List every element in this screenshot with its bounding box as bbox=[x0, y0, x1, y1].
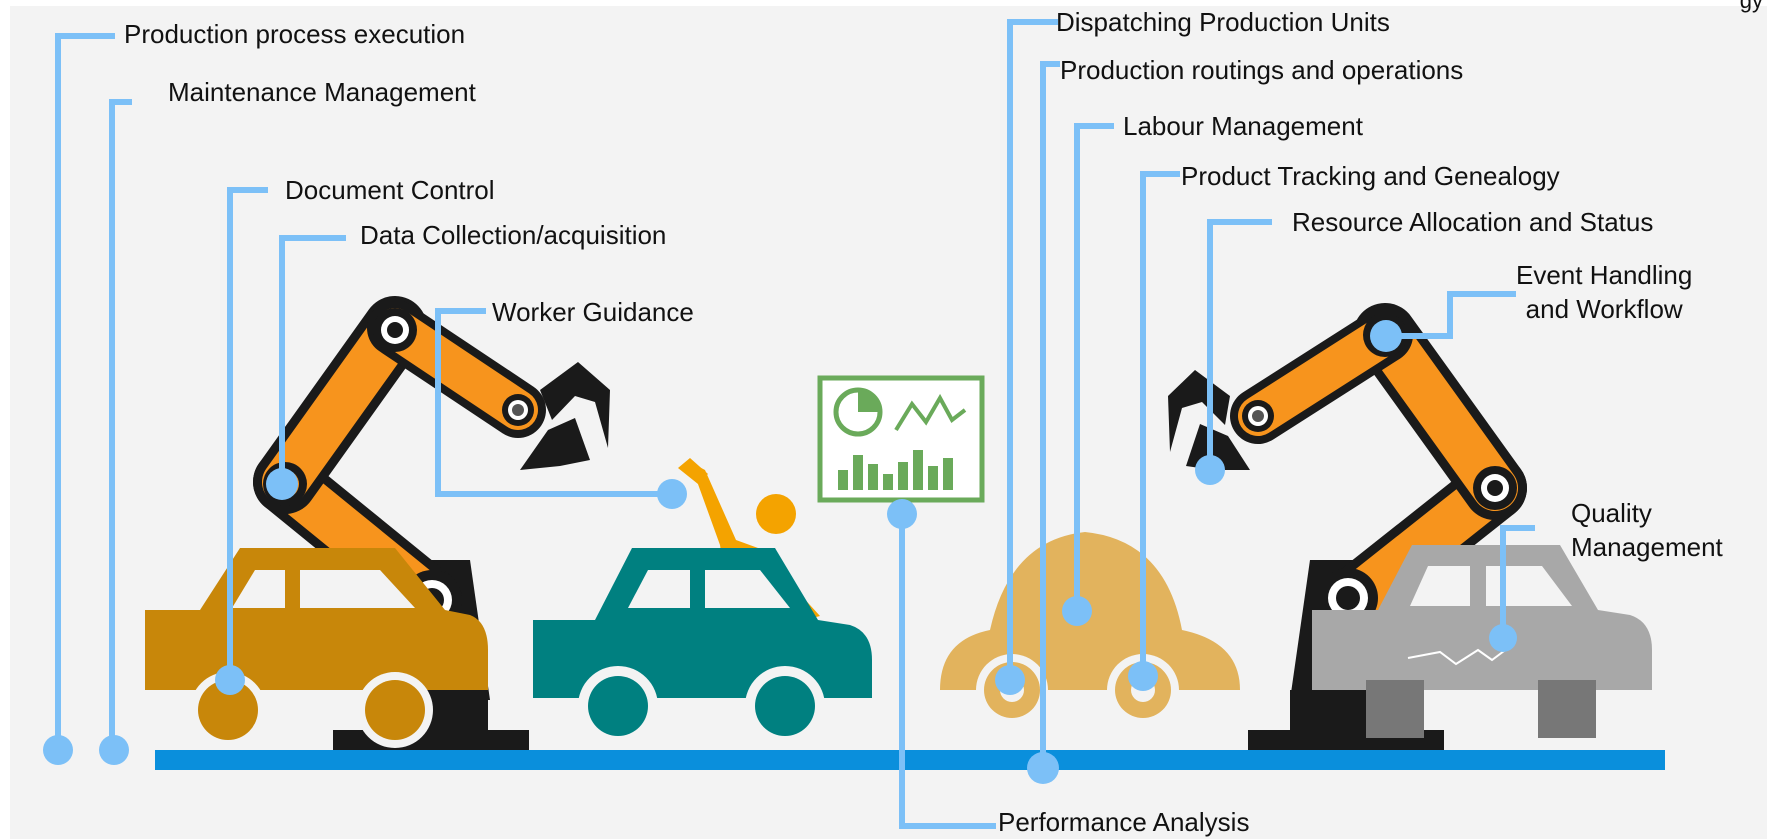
label-quality-management: Quality Management bbox=[1571, 496, 1723, 564]
label-event-handling: Event Handling and Workflow bbox=[1516, 258, 1692, 326]
label-production-routings: Production routings and operations bbox=[1060, 55, 1464, 85]
label-event-handling-line1: Event Handling bbox=[1516, 260, 1693, 290]
label-resource-allocation: Resource Allocation and Status bbox=[1292, 207, 1654, 237]
car-teal-icon bbox=[533, 548, 872, 746]
car-sand-icon bbox=[940, 532, 1240, 726]
label-document-control: Document Control bbox=[285, 175, 495, 205]
label-production-process-execution: Production process execution bbox=[124, 19, 466, 49]
label-quality-line1: Quality bbox=[1571, 498, 1652, 528]
label-labour-management: Labour Management bbox=[1123, 111, 1363, 141]
monitor-icon bbox=[817, 375, 985, 503]
label-event-handling-line2: and Workflow bbox=[1525, 294, 1683, 324]
label-data-collection: Data Collection/acquisition bbox=[360, 220, 667, 250]
conveyor-floor bbox=[155, 750, 1665, 770]
label-quality-line2: Management bbox=[1571, 532, 1723, 562]
label-maintenance-management: Maintenance Management bbox=[168, 77, 476, 107]
label-dispatching-production-units: Dispatching Production Units bbox=[1056, 7, 1390, 37]
connector-dots bbox=[43, 320, 1517, 784]
corner-text-fragment: gy bbox=[1739, 0, 1763, 13]
label-worker-guidance: Worker Guidance bbox=[492, 297, 694, 327]
car-gray-icon bbox=[1312, 545, 1652, 738]
bar-chart-icon bbox=[838, 450, 953, 490]
line-chart-icon bbox=[894, 393, 967, 432]
label-performance-analysis: Performance Analysis bbox=[998, 807, 1250, 837]
robot-arm-right-icon bbox=[1168, 303, 1527, 750]
label-product-tracking: Product Tracking and Genealogy bbox=[1181, 161, 1560, 191]
connector-lines bbox=[55, 19, 1535, 829]
